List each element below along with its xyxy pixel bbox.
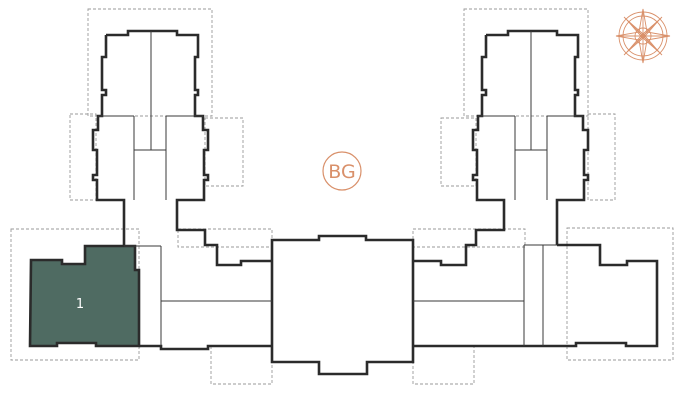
- balcony-left-inner: [204, 117, 244, 187]
- balcony-left-outer: [69, 113, 97, 201]
- balcony-bottom-right: [412, 345, 475, 385]
- unit-1-label: 1: [76, 297, 84, 312]
- floor-code-label: BG: [328, 161, 355, 183]
- balcony-unit-1: [10, 228, 140, 361]
- balcony-right-inner: [440, 117, 477, 187]
- interior-partitions: [98, 31, 583, 346]
- unit-1-highlight[interactable]: [28, 244, 141, 348]
- balcony-right-outer: [587, 113, 616, 201]
- balcony-right-block: [566, 227, 674, 361]
- balcony-right-strip: [412, 228, 526, 248]
- compass-rose-icon: [615, 8, 671, 64]
- balcony-top-left: [87, 8, 213, 117]
- exterior-walls: [91, 29, 659, 376]
- floor-badge-circle: [322, 151, 362, 191]
- floor-badge: BG: [322, 151, 362, 191]
- balcony-bottom-left: [210, 345, 273, 385]
- balcony-left-strip: [177, 228, 273, 248]
- balcony-top-right: [463, 8, 589, 117]
